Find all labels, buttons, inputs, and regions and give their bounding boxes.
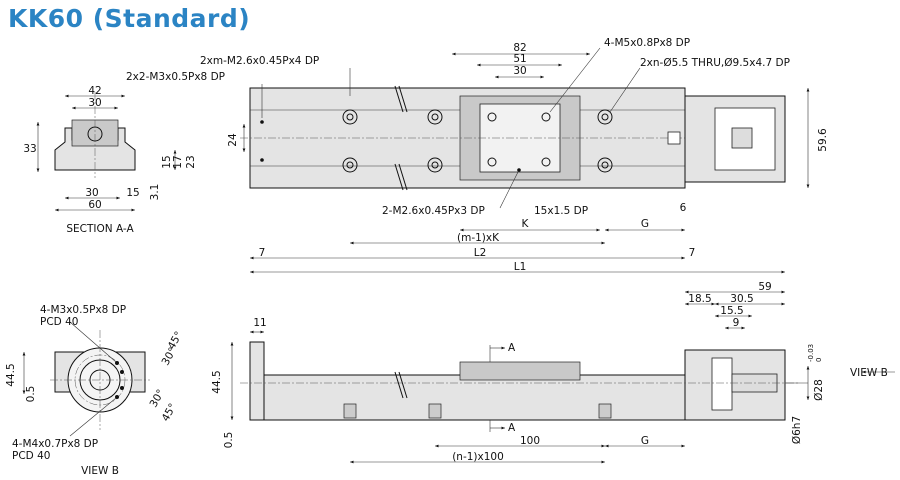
dim-59: 59: [758, 281, 771, 293]
dim-6: 6: [680, 202, 687, 214]
side-bolt: [428, 403, 442, 419]
side-coupling: [711, 357, 733, 411]
dim-G-side: G: [641, 435, 649, 447]
dim-59-6: 59.6: [817, 128, 829, 152]
page-title: KK60 (Standard): [8, 4, 251, 33]
side-end-plate: [249, 341, 265, 421]
dim-L1: L1: [514, 261, 527, 273]
m3-hole: [260, 158, 264, 162]
section-a-a: 42 30 33 30 15 60 15 17 23 3.1 SECTION A…: [23, 85, 197, 235]
dim-0-5-side: 0.5: [223, 432, 235, 449]
dim-30-bottom: 30: [85, 187, 98, 199]
angle-45-top: 45°: [166, 329, 186, 351]
top-motor-shaft: [731, 127, 753, 149]
dim-0-5: 0.5: [25, 386, 37, 403]
m5-hole: [541, 112, 551, 122]
top-view: 82 51 30 24 59.6 6 K G (m-1)xK L2 7 7 L1…: [126, 37, 829, 274]
dim-33: 33: [23, 143, 36, 155]
dim-15: 15: [126, 187, 139, 199]
callout-pcd-top: PCD 40: [40, 316, 78, 328]
dim-11: 11: [253, 317, 266, 329]
callout-m26x3: 2-M2.6x0.45Px3 DP: [382, 205, 485, 217]
m5-hole: [541, 157, 551, 167]
angle-45-bottom: 45°: [160, 401, 180, 423]
dim-n1x100: (n-1)x100: [452, 451, 504, 463]
callout-15x1-5: 15x1.5 DP: [534, 205, 588, 217]
m4-hole: [120, 386, 124, 390]
side-view: 11 44.5 0.5 A A 100 G (n-1)x100 VIEW B: [211, 317, 895, 464]
dim-15-right: 15: [161, 155, 173, 168]
dim-44-5-side: 44.5: [211, 370, 223, 393]
dim-3-1: 3.1: [149, 184, 161, 201]
dim-82: 82: [513, 42, 526, 54]
callout-thru: 2xn-Ø5.5 THRU,Ø9.5x4.7 DP: [640, 57, 790, 69]
dim-24: 24: [227, 133, 239, 147]
dim-L2: L2: [474, 247, 487, 259]
top-bearing: [667, 131, 681, 145]
dim-42: 42: [88, 85, 101, 97]
callout-pcd-bottom: PCD 40: [12, 450, 50, 462]
thru-hole: [427, 109, 443, 125]
tol-28-lower: 0: [815, 358, 823, 362]
dim-m1K: (m-1)xK: [457, 232, 500, 244]
thru-hole: [342, 157, 358, 173]
section-label: SECTION A-A: [66, 223, 134, 235]
callout-m4-pcd: 4-M4x0.7Px8 DP: [12, 438, 98, 450]
side-bolt: [343, 403, 357, 419]
dim-7-left: 7: [259, 247, 266, 259]
dim-30: 30: [513, 65, 526, 77]
callout-m3x8: 2x2-M3x0.5Px8 DP: [126, 71, 225, 83]
dim-44-5: 44.5: [5, 363, 17, 386]
side-slider: [459, 361, 581, 381]
m3-hole: [120, 370, 124, 374]
callout-m3-pcd: 4-M3x0.5Px8 DP: [40, 304, 126, 316]
m5-hole: [487, 157, 497, 167]
dim-30-5: 30.5: [730, 293, 753, 305]
dim-23: 23: [185, 155, 197, 168]
dim-9: 9: [733, 317, 740, 329]
thru-hole: [342, 109, 358, 125]
m3-hole: [260, 120, 264, 124]
thru-hole: [597, 157, 613, 173]
thru-hole: [427, 157, 443, 173]
m26-hole: [517, 168, 521, 172]
view-b-arrow-label: VIEW B: [850, 367, 888, 379]
side-rail: [249, 374, 686, 421]
dim-30-top: 30: [88, 97, 101, 109]
dim-100: 100: [520, 435, 540, 447]
callout-m5: 4-M5x0.8Px8 DP: [604, 37, 690, 49]
view-b: 44.5 0.5 30° 45° 30° 45° 4-M3x0.5Px8 DP …: [5, 304, 185, 477]
side-bolt: [598, 403, 612, 419]
section-mark-a-bottom: A: [508, 422, 516, 434]
dim-G: G: [641, 218, 649, 230]
section-mark-a-top: A: [508, 342, 516, 354]
thru-hole: [597, 109, 613, 125]
dim-51: 51: [513, 53, 526, 65]
motor-dims: 59 18.5 30.5 15.5 9 Ø28 -0.03 0 Ø6h7: [685, 281, 825, 444]
dim-K: K: [522, 218, 530, 230]
dim-phi28: Ø28: [813, 379, 825, 401]
dim-15-5: 15.5: [720, 305, 743, 317]
angle-30-bottom: 30°: [148, 387, 168, 409]
dim-7-right: 7: [689, 247, 696, 259]
dim-phi6h7: Ø6h7: [791, 416, 803, 444]
m5-hole: [487, 112, 497, 122]
view-b-label: VIEW B: [81, 465, 119, 477]
dim-60: 60: [88, 199, 101, 211]
dim-18-5: 18.5: [688, 293, 711, 305]
tol-28-upper: -0.03: [807, 344, 815, 362]
callout-m26x4: 2xm-M2.6x0.45Px4 DP: [200, 55, 319, 67]
dim-17: 17: [172, 155, 184, 168]
